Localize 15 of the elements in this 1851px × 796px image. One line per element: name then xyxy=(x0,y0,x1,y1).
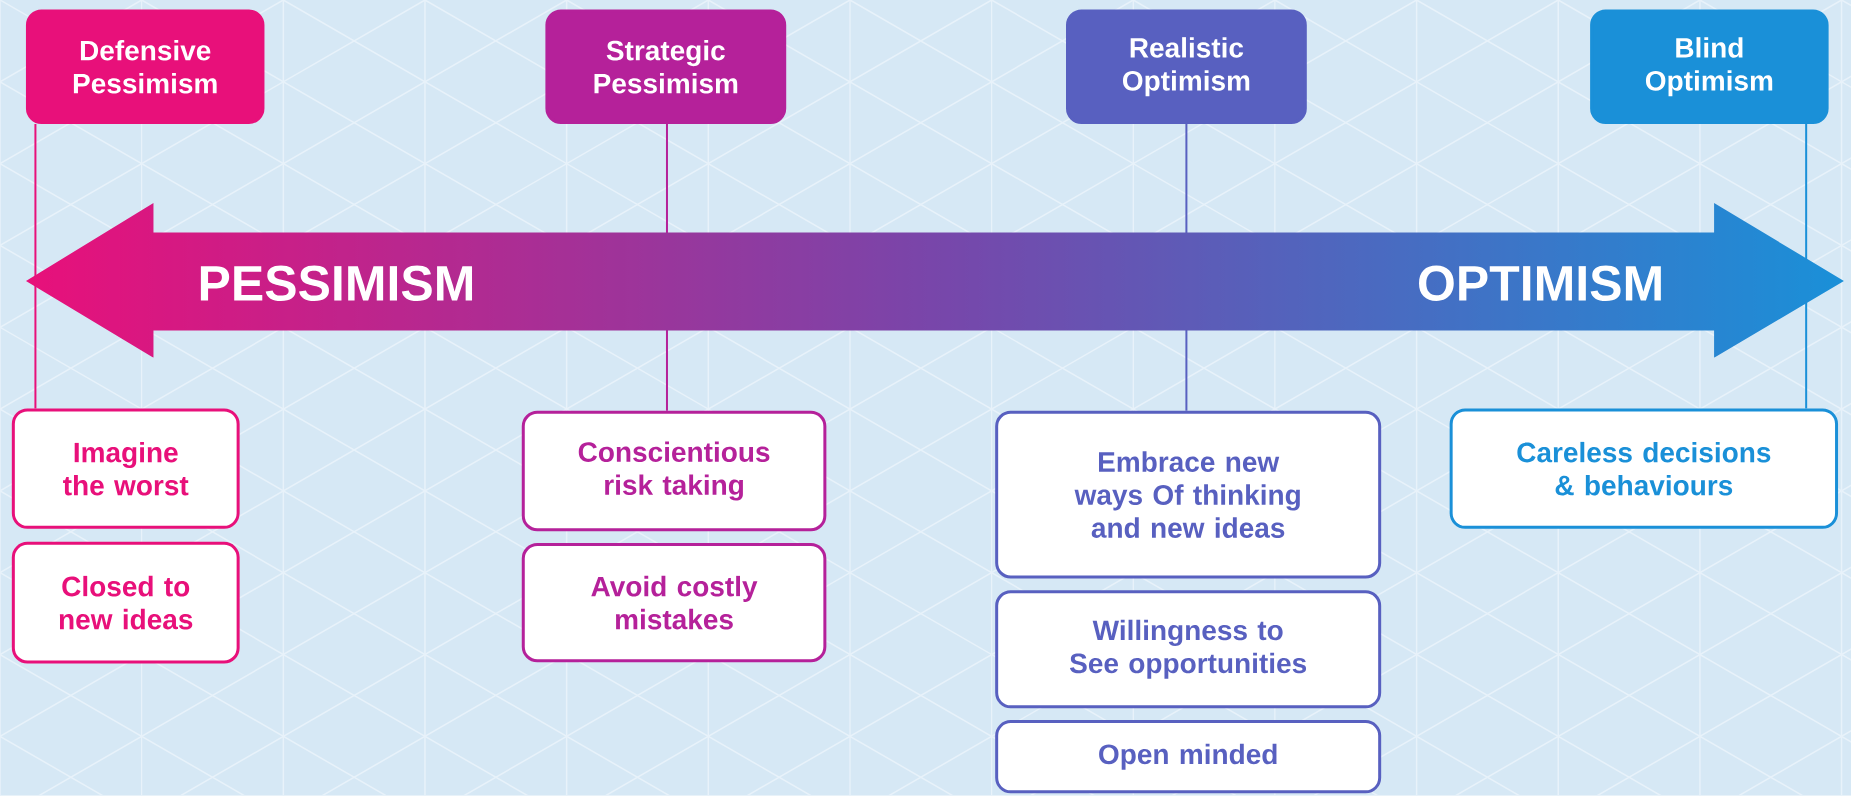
trait-box: Careless decisions & behaviours xyxy=(1449,408,1839,529)
trait-box: Conscientious risk taking xyxy=(521,411,827,532)
axis-label: OPTIMISM xyxy=(1419,265,1661,302)
category-box: Strategic Pessimism xyxy=(545,9,787,125)
category-box: Realistic Optimism xyxy=(1066,9,1307,125)
trait-box: Avoid costly mistakes xyxy=(521,543,827,663)
connector-line xyxy=(34,123,37,410)
category-box: Defensive Pessimism xyxy=(25,9,265,125)
trait-box: Embrace new ways Of thinking and new ideas xyxy=(995,411,1382,579)
category-box: Blind Optimism xyxy=(1590,9,1829,125)
trait-box: Imagine the worst xyxy=(11,408,240,529)
trait-box: Closed to new ideas xyxy=(11,542,240,664)
axis-label: PESSIMISM xyxy=(200,265,473,302)
trait-box: Willingness to See opportunities xyxy=(995,590,1382,709)
trait-box: Open minded xyxy=(995,720,1382,794)
